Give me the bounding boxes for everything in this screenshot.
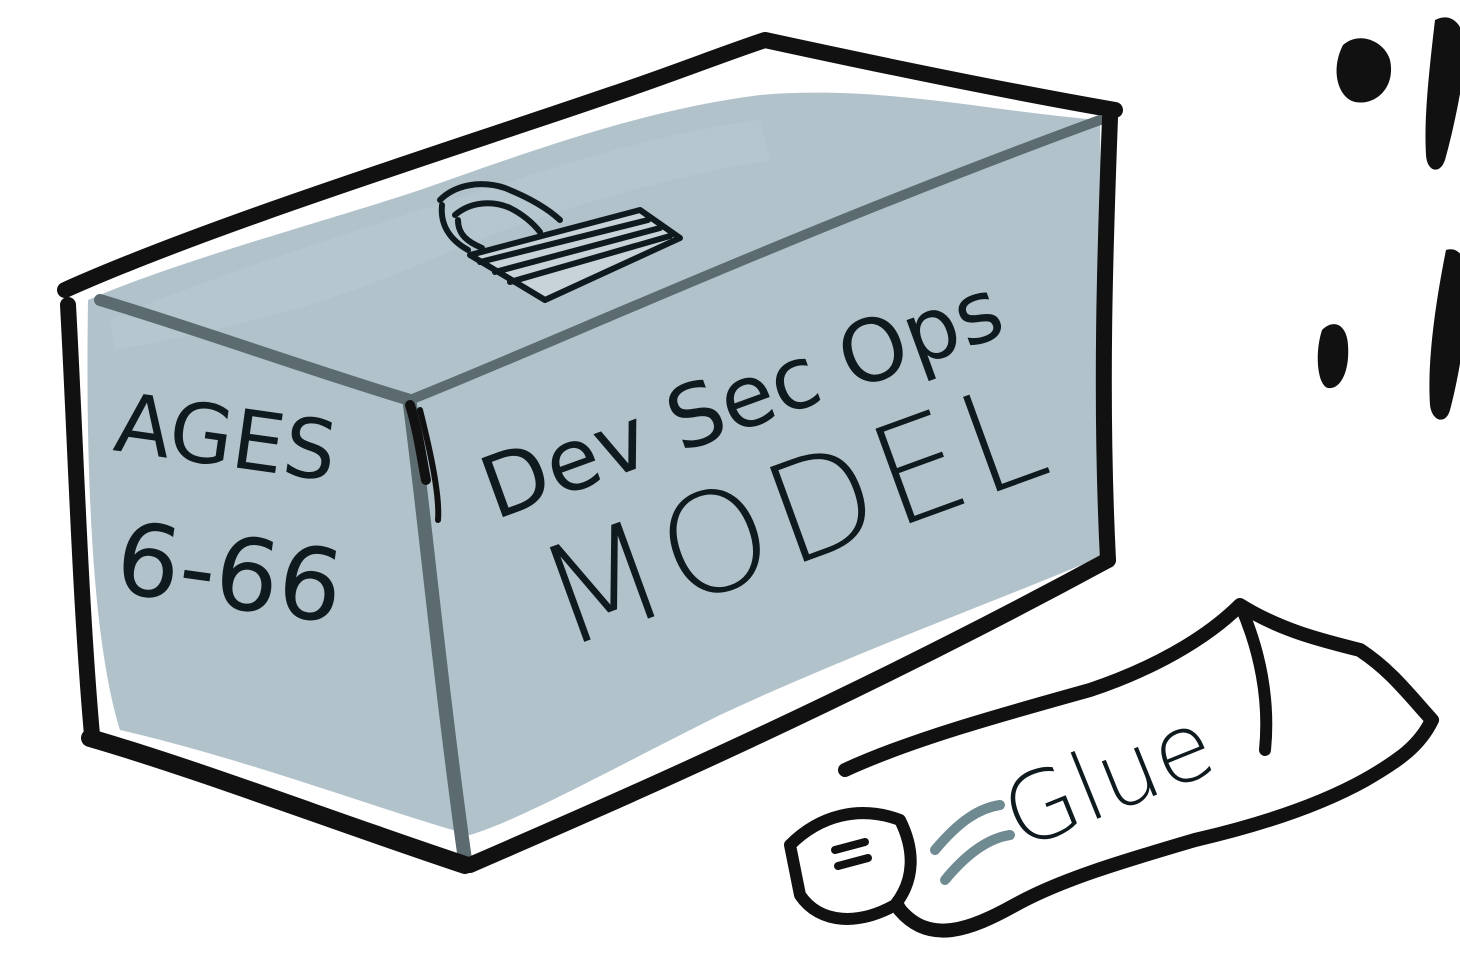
motion-marks (1317, 17, 1460, 420)
padlock-icon (437, 181, 683, 303)
glue-tube-icon (784, 598, 1439, 938)
box-outline (57, 32, 1123, 874)
box-fill (87, 92, 1106, 835)
